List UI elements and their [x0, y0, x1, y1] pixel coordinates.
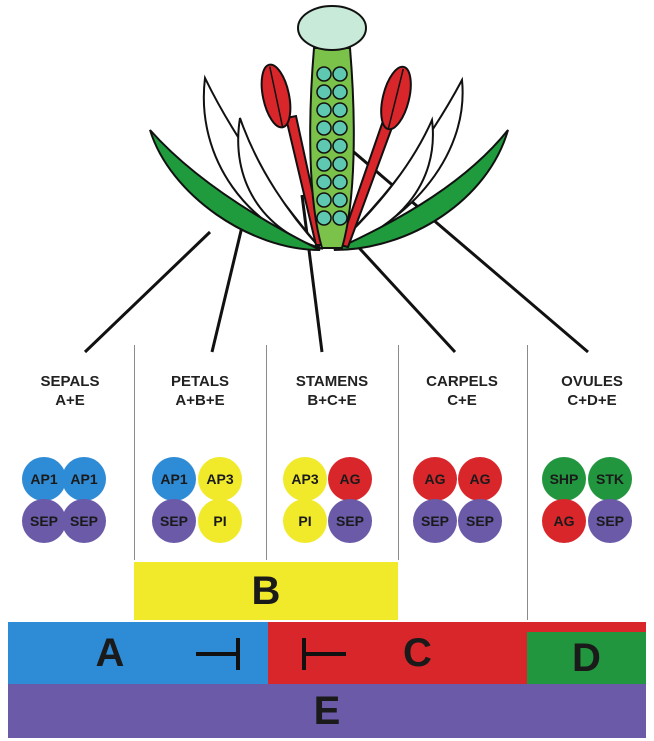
organ-name: CARPELS — [402, 372, 522, 391]
stigma — [298, 6, 366, 50]
band-b-label: B — [252, 569, 281, 614]
organ-name: PETALS — [140, 372, 260, 391]
pointer-line-sepals — [85, 232, 210, 352]
band-c: C — [268, 622, 527, 684]
protein-circle-pi: PI — [283, 499, 327, 543]
organ-formula: C+D+E — [532, 391, 652, 410]
protein-circle-sep: SEP — [22, 499, 66, 543]
band-e: E — [8, 684, 646, 738]
protein-circle-ag: AG — [542, 499, 586, 543]
column-title-sepals: SEPALS A+E — [10, 372, 130, 410]
band-c-label: C — [403, 631, 432, 676]
organ-formula: A+E — [10, 391, 130, 410]
repression-symbol-c-on-a — [298, 634, 348, 674]
organ-name: OVULES — [532, 372, 652, 391]
protein-circle-ap1: AP1 — [152, 457, 196, 501]
protein-circle-ap3: AP3 — [283, 457, 327, 501]
organ-formula: B+C+E — [272, 391, 392, 410]
protein-circle-ag: AG — [413, 457, 457, 501]
column-title-petals: PETALS A+B+E — [140, 372, 260, 410]
column-title-stamens: STAMENS B+C+E — [272, 372, 392, 410]
organ-formula: C+E — [402, 391, 522, 410]
protein-circle-ap3: AP3 — [198, 457, 242, 501]
divider-4 — [527, 345, 528, 620]
divider-2 — [266, 345, 267, 560]
protein-circle-sep: SEP — [152, 499, 196, 543]
protein-circle-sep: SEP — [328, 499, 372, 543]
protein-circle-ap1: AP1 — [22, 457, 66, 501]
divider-3 — [398, 345, 399, 560]
pointer-line-petals — [212, 210, 246, 352]
protein-circle-pi: PI — [198, 499, 242, 543]
column-title-ovules: OVULES C+D+E — [532, 372, 652, 410]
protein-circle-sep: SEP — [458, 499, 502, 543]
organ-name: SEPALS — [10, 372, 130, 391]
protein-circle-shp: SHP — [542, 457, 586, 501]
repression-symbol-a-on-c — [194, 634, 244, 674]
protein-circle-ap1: AP1 — [62, 457, 106, 501]
protein-circle-ag: AG — [458, 457, 502, 501]
organ-formula: A+B+E — [140, 391, 260, 410]
protein-circle-stk: STK — [588, 457, 632, 501]
band-d-red-stripe — [527, 622, 646, 632]
protein-circle-sep: SEP — [62, 499, 106, 543]
protein-circle-sep: SEP — [413, 499, 457, 543]
protein-circle-ag: AG — [328, 457, 372, 501]
column-title-carpels: CARPELS C+E — [402, 372, 522, 410]
protein-circle-sep: SEP — [588, 499, 632, 543]
band-a: A — [8, 622, 268, 684]
divider-1 — [134, 345, 135, 560]
band-b: B — [134, 562, 398, 620]
flower-illustration — [0, 0, 654, 360]
band-e-label: E — [314, 689, 341, 734]
band-d: D — [527, 622, 646, 684]
organ-name: STAMENS — [272, 372, 392, 391]
band-a-label: A — [96, 631, 125, 676]
pointer-line-carpels — [350, 238, 455, 352]
band-d-label: D — [572, 636, 601, 681]
